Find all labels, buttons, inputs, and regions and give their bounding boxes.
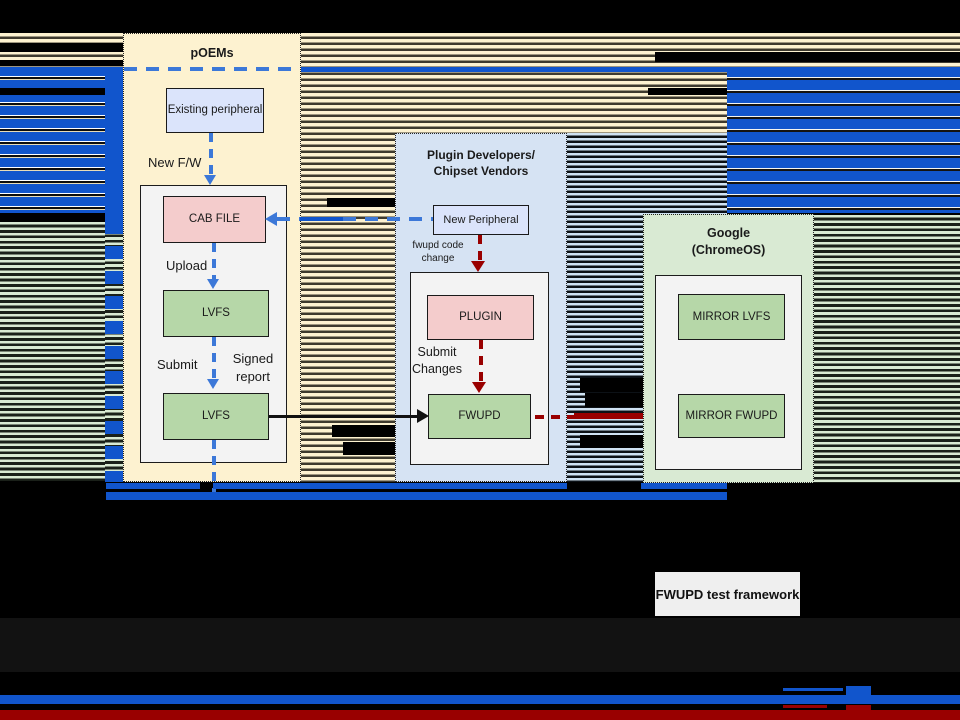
plugin-group-title: Plugin Developers/ Chipset Vendors [396, 147, 566, 179]
new-peripheral-label: New Peripheral [443, 213, 519, 226]
bg-green-stripes-left [0, 222, 105, 481]
fwupd-code-change-label: fwupd code change [412, 240, 464, 264]
arrow-lvfs-to-fwupd [269, 415, 419, 418]
signed-report-label: Signed report [232, 351, 274, 384]
arrow-head-down-red-icon [472, 382, 486, 393]
arrow-solid-glitch-segment [300, 217, 343, 221]
mirror-fwupd-label: MIRROR FWUPD [685, 409, 778, 422]
fwupd-test-framework-label: FWUPD test framework [655, 586, 800, 602]
bg-dark-band-bottom [0, 618, 960, 672]
bg-blue-column [105, 67, 123, 221]
plugin-node-label: PLUGIN [459, 311, 502, 324]
arrow-head-down-icon [204, 175, 216, 185]
existing-peripheral-label: Existing peripheral [167, 104, 263, 117]
glitch-blue-bar-a1 [106, 483, 200, 489]
mirror-lvfs-node: MIRROR LVFS [678, 294, 785, 340]
arrow-lvfs-to-lvfs [212, 337, 216, 381]
arrow-lvfs-down-exit [212, 440, 216, 492]
plugin-title-line1: Plugin Developers/ [426, 148, 536, 162]
bg-green-stripes-right [814, 215, 960, 483]
arrow-fwupd-to-mirror [535, 415, 575, 419]
plugin-node: PLUGIN [427, 295, 534, 340]
google-group-title: Google (ChromeOS) [644, 225, 813, 259]
redaction-block [585, 393, 643, 407]
bg-blue-horizontal-bar [0, 67, 960, 72]
submit-label: Submit [157, 357, 198, 372]
arrow-head-left-icon [265, 212, 277, 226]
bg-black-band-left [0, 88, 105, 95]
cab-file-label: CAB FILE [188, 213, 241, 226]
mirror-fwupd-node: MIRROR FWUPD [678, 394, 785, 438]
google-title-line2: (ChromeOS) [691, 242, 766, 257]
lvfs-bottom-label: LVFS [202, 410, 230, 423]
fwupd-node-label: FWUPD [458, 410, 501, 423]
lvfs-bottom-node: LVFS [163, 393, 269, 440]
glitch-red-line-bottom [783, 705, 827, 708]
existing-peripheral-node: Existing peripheral [166, 88, 264, 133]
glitch-blue-bar-b [106, 492, 727, 500]
bg-black-gap-left [0, 213, 105, 222]
fwupd-test-framework-box: FWUPD test framework [655, 572, 800, 616]
arrow-newperipheral-to-inner [478, 235, 482, 263]
bg-tan-above-lightblue [567, 33, 727, 133]
glitch-blue-bar-a3 [641, 483, 727, 489]
bg-blue-bands-right [727, 67, 960, 213]
poems-top-dashed-line [124, 67, 300, 71]
arrow-head-down-icon [207, 379, 219, 389]
redaction-block [580, 378, 643, 392]
arrow-head-right-black-icon [417, 409, 429, 423]
arrow-plugin-to-fwupd [479, 340, 483, 384]
poems-group-title: pOEMs [190, 46, 234, 60]
glitch-blue-line-bottom [783, 688, 843, 691]
cab-file-node: CAB FILE [163, 196, 266, 243]
redaction-block [655, 52, 960, 62]
arrow-newperipheral-to-cab [277, 217, 433, 221]
redaction-block [648, 88, 727, 95]
arrow-red-glitch-segment [574, 413, 643, 419]
redaction-block [332, 425, 395, 437]
mirror-lvfs-label: MIRROR LVFS [692, 310, 771, 323]
fwupd-node: FWUPD [428, 394, 531, 439]
arrow-cab-to-lvfs [212, 243, 216, 281]
bg-blue-dash-column [105, 221, 123, 482]
bg-black-band-1 [0, 43, 123, 52]
new-peripheral-node: New Peripheral [433, 205, 529, 235]
arrow-head-down-icon [207, 279, 219, 289]
bottom-blue-bar [0, 695, 960, 704]
redaction-block [580, 435, 643, 448]
submit-changes-label: Submit Changes [411, 345, 463, 376]
arrow-existing-to-cab [209, 133, 213, 177]
lvfs-top-node: LVFS [163, 290, 269, 337]
bg-black-band-2 [0, 60, 123, 66]
redaction-block [343, 442, 395, 455]
plugin-title-line2: Chipset Vendors [433, 164, 529, 179]
redaction-block [327, 198, 395, 207]
arrow-head-down-red-icon [471, 261, 485, 272]
bg-tan-left-of-plugin [300, 33, 395, 482]
bottom-red-bar [0, 710, 960, 720]
bg-tan-above-plugin [395, 33, 567, 133]
new-fw-label: New F/W [148, 155, 202, 170]
google-title-line1: Google [706, 226, 751, 240]
upload-label: Upload [166, 258, 208, 273]
glitch-blue-bar-a2 [213, 483, 567, 489]
lvfs-top-label: LVFS [202, 307, 230, 320]
